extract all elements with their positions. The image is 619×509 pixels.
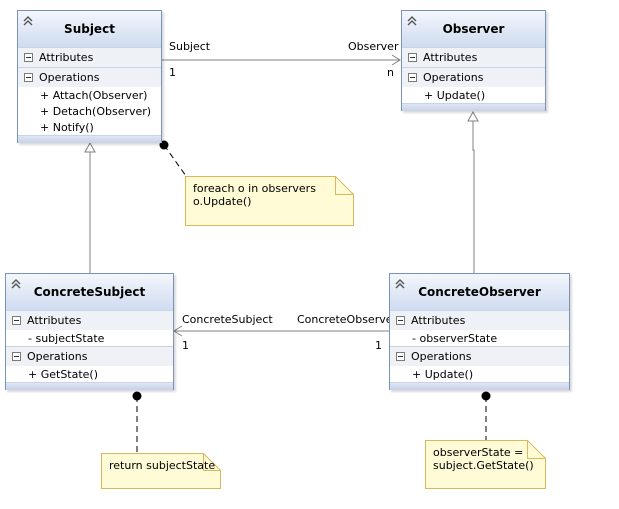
class-name: Subject: [64, 22, 115, 36]
attribute-item[interactable]: - subjectState: [6, 330, 173, 346]
note-update[interactable]: observerState = subject.GetState(): [425, 440, 546, 489]
attributes-section[interactable]: Attributes: [6, 310, 173, 330]
class-name: ConcreteObserver: [418, 285, 541, 299]
concrete-observer-multiplicity-label: 1: [375, 339, 382, 352]
class-observer-header[interactable]: Observer: [402, 11, 545, 47]
collapse-minus-icon[interactable]: [24, 53, 33, 62]
collapse-chevron-icon[interactable]: [406, 15, 418, 27]
section-label: Operations: [423, 71, 484, 84]
association-arrowhead-concrete: [173, 325, 183, 337]
class-observer[interactable]: Observer Attributes Operations + Update(…: [401, 10, 546, 111]
operation-item[interactable]: + Attach(Observer): [18, 87, 161, 103]
section-label: Attributes: [423, 51, 478, 64]
note-anchor-dot-get-state: [132, 391, 142, 401]
operation-item[interactable]: + Notify(): [18, 119, 161, 135]
class-footer: [18, 135, 161, 143]
note-text: observerState = subject.GetState(): [433, 446, 534, 472]
collapse-minus-icon[interactable]: [408, 53, 417, 62]
concrete-subject-multiplicity-label: 1: [182, 339, 189, 352]
note-shape: [425, 440, 546, 489]
attributes-section[interactable]: Attributes: [18, 47, 161, 67]
collapse-minus-icon[interactable]: [12, 352, 21, 361]
collapse-minus-icon[interactable]: [12, 316, 21, 325]
observer-multiplicity-label: n: [387, 66, 394, 79]
operations-section[interactable]: Operations: [18, 67, 161, 87]
association-arrowhead: [391, 54, 401, 66]
section-label: Operations: [411, 350, 472, 363]
class-concrete-subject[interactable]: ConcreteSubject Attributes - subjectStat…: [5, 273, 174, 390]
generalization-observer: [472, 121, 475, 273]
collapse-minus-icon[interactable]: [408, 73, 417, 82]
operation-item[interactable]: + Update(): [402, 87, 545, 103]
note-anchor-dot-update: [481, 391, 491, 401]
operation-item[interactable]: + GetState(): [6, 366, 173, 382]
operation-item[interactable]: + Update(): [390, 366, 569, 382]
note-notify[interactable]: foreach o in observers o.Update(): [185, 176, 354, 226]
operation-item[interactable]: + Detach(Observer): [18, 103, 161, 119]
collapse-minus-icon[interactable]: [24, 73, 33, 82]
collapse-chevron-icon[interactable]: [22, 15, 34, 27]
generalization-triangle-observer: [467, 110, 479, 122]
note-get-state[interactable]: return subjectState: [101, 453, 221, 489]
class-concrete-observer[interactable]: ConcreteObserver Attributes - observerSt…: [389, 273, 570, 390]
class-subject[interactable]: Subject Attributes Operations + Attach(O…: [17, 10, 162, 143]
note-text: foreach o in observers o.Update(): [193, 182, 316, 208]
operations-section[interactable]: Operations: [402, 67, 545, 87]
collapse-minus-icon[interactable]: [396, 352, 405, 361]
collapse-chevron-icon[interactable]: [394, 278, 406, 290]
subject-multiplicity-label: 1: [169, 66, 176, 79]
subject-role-label: Subject: [169, 40, 211, 53]
class-footer: [402, 103, 545, 111]
operations-section[interactable]: Operations: [390, 346, 569, 366]
concrete-observer-role-label: ConcreteObserver: [297, 313, 398, 326]
attributes-section[interactable]: Attributes: [402, 47, 545, 67]
section-label: Attributes: [39, 51, 94, 64]
attributes-section[interactable]: Attributes: [390, 310, 569, 330]
collapse-minus-icon[interactable]: [396, 316, 405, 325]
class-name: Observer: [442, 22, 505, 36]
attribute-item[interactable]: - observerState: [390, 330, 569, 346]
section-label: Operations: [27, 350, 88, 363]
note-shape: [185, 176, 354, 226]
concrete-subject-role-label: ConcreteSubject: [182, 313, 273, 326]
section-label: Operations: [39, 71, 100, 84]
section-label: Attributes: [411, 314, 466, 327]
class-footer: [390, 382, 569, 390]
class-concrete-observer-header[interactable]: ConcreteObserver: [390, 274, 569, 310]
generalization-triangle-subject: [84, 141, 96, 153]
class-footer: [6, 382, 173, 390]
operations-section[interactable]: Operations: [6, 346, 173, 366]
note-text: return subjectState: [109, 459, 216, 472]
observer-role-label: Observer: [348, 40, 399, 53]
note-shape: [101, 453, 221, 489]
collapse-chevron-icon[interactable]: [10, 278, 22, 290]
section-label: Attributes: [27, 314, 82, 327]
note-link-notify: [163, 144, 187, 177]
class-concrete-subject-header[interactable]: ConcreteSubject: [6, 274, 173, 310]
class-name: ConcreteSubject: [33, 285, 146, 299]
class-subject-header[interactable]: Subject: [18, 11, 161, 47]
